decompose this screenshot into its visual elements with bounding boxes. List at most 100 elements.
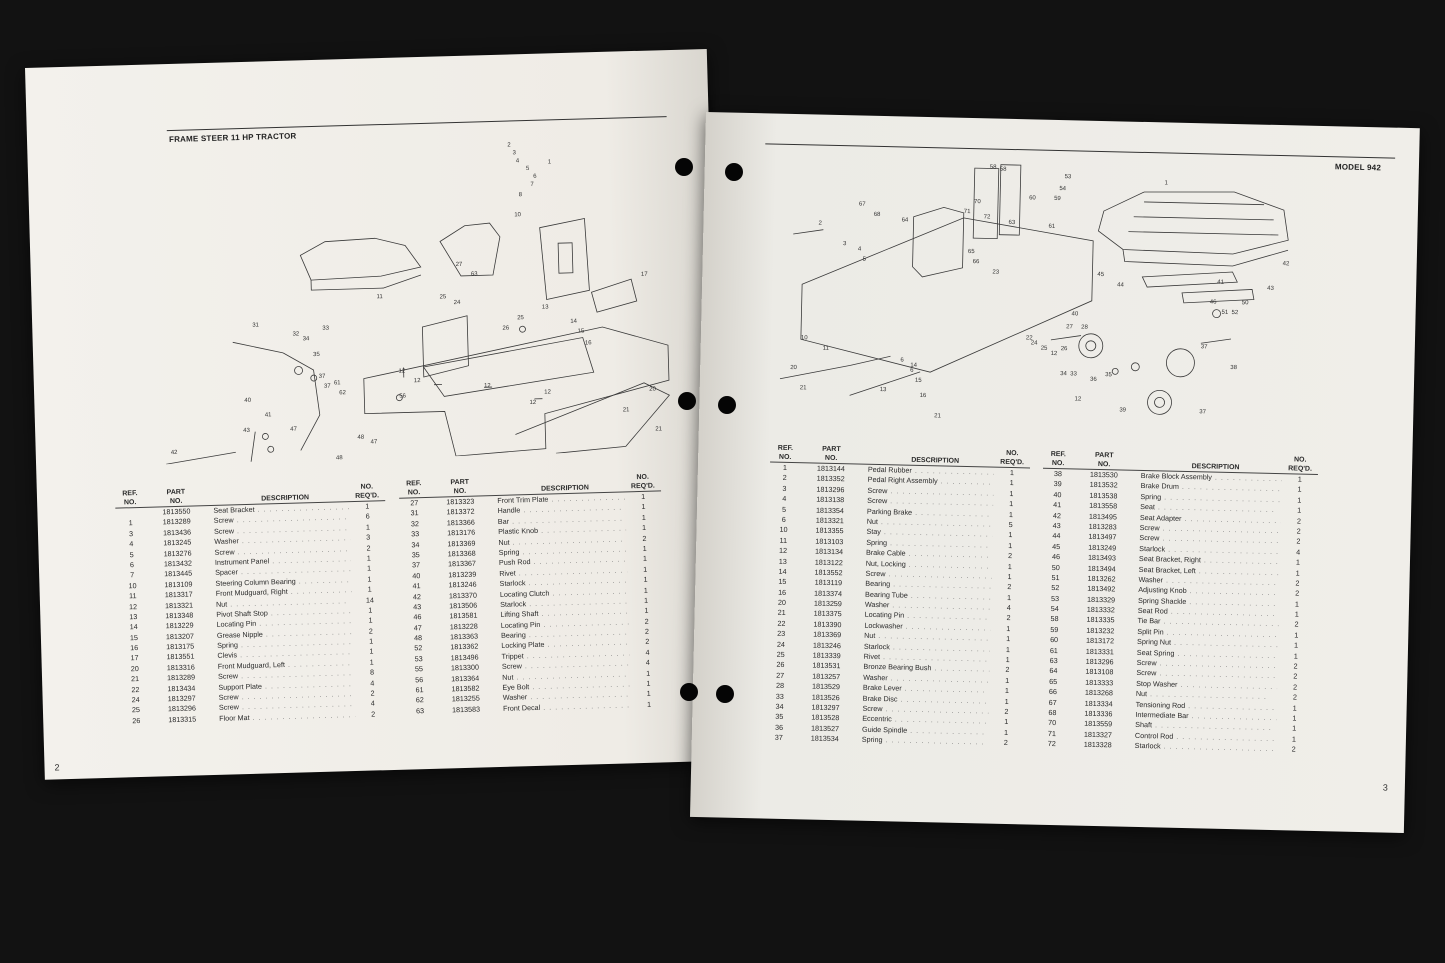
bar-part xyxy=(282,352,321,451)
callout-number: 26 xyxy=(1061,346,1068,352)
description-text: Front Mudguard, Left xyxy=(217,659,286,671)
description-text: Locating Pin xyxy=(216,619,257,630)
spring-part xyxy=(1200,338,1232,344)
ref-cell: 67 xyxy=(1048,697,1057,707)
description-text: Rivet xyxy=(863,651,881,662)
callout-number: 36 xyxy=(1090,377,1097,383)
ref-cell: 60 xyxy=(1050,635,1059,645)
brake-cable-part xyxy=(849,371,921,396)
description-text: Split Pin xyxy=(1137,626,1164,637)
description-text: Locking Plate xyxy=(501,640,545,651)
callout-number: 47 xyxy=(371,439,379,445)
description-text: Screw xyxy=(213,515,234,526)
callout-number: 6 xyxy=(900,357,904,363)
description-text: Front Mudguard, Right xyxy=(215,586,288,599)
seat-base xyxy=(1122,249,1289,267)
description-text: Locating Pin xyxy=(500,619,541,630)
callout-number: 11 xyxy=(823,346,830,352)
lifting-shaft-part xyxy=(166,451,236,465)
callout-number: 4 xyxy=(858,246,862,252)
binder-hole xyxy=(718,396,736,414)
ref-cell: 68 xyxy=(1048,707,1057,718)
callout-number: 47 xyxy=(290,427,298,433)
description-text: Handle xyxy=(497,505,521,516)
description-text: Rivet xyxy=(499,568,516,578)
callout-number: 43 xyxy=(1267,286,1274,292)
ref-cell: 42 xyxy=(1052,510,1062,520)
binder-hole xyxy=(678,392,696,410)
callout-number: 33 xyxy=(322,326,330,332)
callout-number: 2 xyxy=(507,142,511,148)
description-text: Seat Bracket, Left xyxy=(1138,564,1196,575)
description-text: Tensioning Rod xyxy=(1135,699,1186,710)
callout-number: 48 xyxy=(357,435,365,441)
description-text: Stop Washer xyxy=(1136,678,1178,689)
eccentric-part xyxy=(1130,362,1140,372)
callout-number: 11 xyxy=(376,294,383,300)
callout-number: 21 xyxy=(655,426,663,432)
description-text: Spring xyxy=(498,547,520,557)
description-text: Front Trim Plate xyxy=(497,494,549,505)
callout-number: 40 xyxy=(244,398,252,404)
description-text: Bearing xyxy=(500,630,526,641)
description-text: Screw xyxy=(217,671,239,682)
description-text: Nut xyxy=(864,630,876,641)
callout-number: 6 xyxy=(533,174,537,180)
leader-dots: . . . . . . . . . . . . . . . . . . . . xyxy=(551,492,626,504)
diagram-callouts: 1234567810111212121212131415161720212124… xyxy=(171,142,663,490)
qty-cell: 1 xyxy=(1006,634,1011,644)
ref-cell: 41 xyxy=(1053,500,1062,510)
callout-number: 52 xyxy=(1232,310,1239,316)
leader-dots: . . . . . . . . . . . . . . . . . . . . xyxy=(885,735,987,747)
callout-number: 21 xyxy=(934,413,941,419)
description-text: Guide Spindle xyxy=(861,724,908,735)
callout-number: 17 xyxy=(641,272,649,278)
ref-cell: 61 xyxy=(1049,645,1058,655)
callout-number: 8 xyxy=(519,192,523,198)
ref-cell: 14 xyxy=(778,566,787,576)
ref-cell: 40 xyxy=(1053,489,1062,499)
binder-hole xyxy=(725,163,743,181)
description-text: Washer xyxy=(864,599,890,610)
description-text: Screw xyxy=(1136,657,1157,668)
ref-cell: 10 xyxy=(779,525,788,535)
description-text: Screw xyxy=(1139,533,1160,543)
ref-cell: 52 xyxy=(1051,583,1060,593)
ref-cell: 63 xyxy=(415,705,425,716)
callout-number: 10 xyxy=(514,212,522,218)
front-trim-plate-part xyxy=(421,315,469,378)
brake-disc-part xyxy=(1078,333,1104,359)
description-text: Starlock xyxy=(1134,741,1161,751)
description-text: Pedal Rubber xyxy=(867,464,912,475)
ref-cell: 51 xyxy=(1051,572,1060,583)
ref-cell: 6 xyxy=(781,514,786,524)
knob-part xyxy=(294,366,303,375)
ref-cell: 50 xyxy=(1051,562,1060,572)
seat-rod-part xyxy=(998,164,1022,236)
callout-number: 32 xyxy=(292,331,300,337)
callout-number: 10 xyxy=(801,335,808,341)
callout-number: 58 xyxy=(1000,167,1007,173)
callout-number: 51 xyxy=(1222,310,1229,316)
binder-hole xyxy=(680,683,698,701)
description-text: Starlock xyxy=(863,641,890,651)
qty-cell: 1 xyxy=(1008,509,1014,519)
page-number: 2 xyxy=(54,762,60,773)
callout-number: 54 xyxy=(1059,186,1066,192)
description-text: Brake Disc xyxy=(862,693,898,704)
ref-cell: 3 xyxy=(782,483,787,493)
qty-cell: 1 xyxy=(1004,686,1010,696)
ref-cell: 24 xyxy=(776,639,786,649)
description-text: Brake Drum xyxy=(1140,481,1180,492)
callout-number: 41 xyxy=(1217,280,1224,286)
pedal-rubber-part xyxy=(793,229,824,235)
part-number-cell: 1813328 xyxy=(1083,739,1112,750)
callout-number: 72 xyxy=(984,214,991,220)
description-text: Spring xyxy=(1140,491,1162,502)
callout-number: 62 xyxy=(339,390,347,396)
panel-slot xyxy=(557,242,574,274)
ref-cell: 70 xyxy=(1048,718,1057,728)
